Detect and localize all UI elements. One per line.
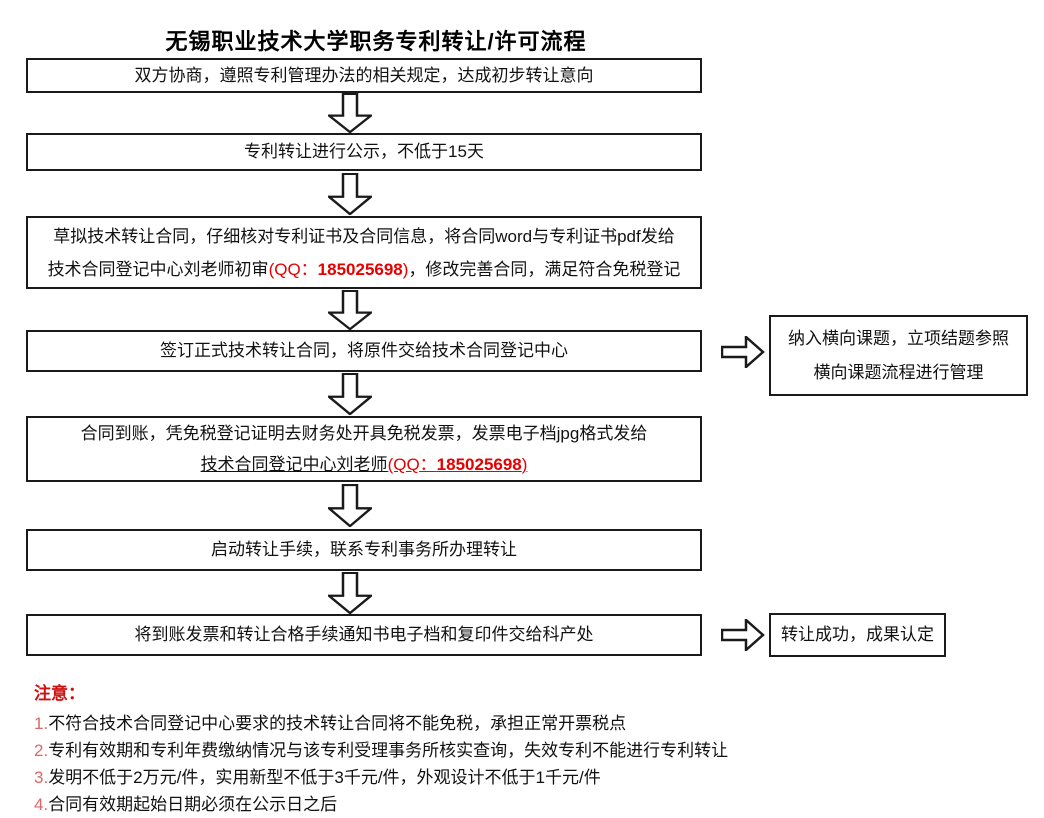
notes-section: 注意： 1.不符合技术合同登记中心要求的技术转让合同将不能免税，承担正常开票税点…: [34, 682, 728, 818]
note-text: 发明不低于2万元/件，实用新型不低于3千元/件，外观设计不低于1千元/件: [48, 768, 601, 787]
flow-step-invoice: 合同到账，凭免税登记证明去财务处开具免税发票，发票电子档jpg格式发给 技术合同…: [26, 416, 702, 482]
flow-step-text: 双方协商，遵照专利管理办法的相关规定，达成初步转让意向: [134, 65, 594, 85]
right-arrow-icon: [721, 336, 765, 368]
note-item: 2.专利有效期和专利年费缴纳情况与该专利受理事务所核实查询，失效专利不能进行专利…: [34, 737, 728, 764]
flow-step-text: 启动转让手续，联系专利事务所办理转让: [211, 540, 517, 560]
flow-step-text: 签订正式技术转让合同，将原件交给技术合同登记中心: [160, 341, 568, 361]
flow-step-text-line2: 技术合同登记中心刘老师(QQ：185025698): [200, 455, 528, 474]
flow-step-text-line2: 技术合同登记中心刘老师初审(QQ：185025698)，修改完善合同，满足符合免…: [47, 259, 681, 279]
notes-heading: 注意：: [34, 684, 85, 703]
right-arrow-icon: [721, 619, 765, 651]
flow-step-text: 专利转让进行公示，不低于15天: [244, 142, 484, 162]
flow-step-submit-documents: 将到账发票和转让合格手续通知书电子档和复印件交给科产处: [26, 614, 702, 656]
down-arrow-icon: [328, 93, 372, 133]
flow-step-text-line1: 合同到账，凭免税登记证明去财务处开具免税发票，发票电子档jpg格式发给: [80, 424, 648, 443]
note-number: 1.: [34, 714, 49, 733]
flow-step-text: 将到账发票和转让合格手续通知书电子档和复印件交给科产处: [134, 625, 594, 645]
qq-number: 185025698: [317, 259, 403, 279]
down-arrow-icon: [328, 572, 372, 614]
note-text: 专利有效期和专利年费缴纳情况与该专利受理事务所核实查询，失效专利不能进行专利转让: [48, 741, 729, 760]
qq-number: 185025698: [436, 455, 522, 474]
note-number: 4.: [34, 795, 49, 814]
side-note-success: 转让成功，成果认定: [769, 613, 946, 657]
flow-step-draft-contract: 草拟技术转让合同，仔细核对专利证书及合同信息，将合同word与专利证书pdf发给…: [26, 216, 702, 289]
note-text: 不符合技术合同登记中心要求的技术转让合同将不能免税，承担正常开票税点: [48, 714, 627, 733]
down-arrow-icon: [328, 290, 372, 330]
down-arrow-icon: [328, 173, 372, 215]
note-item: 4.合同有效期起始日期必须在公示日之后: [34, 791, 728, 818]
flow-step-sign-contract: 签订正式技术转让合同，将原件交给技术合同登记中心: [26, 330, 702, 372]
flow-step-publicity: 专利转让进行公示，不低于15天: [26, 133, 702, 171]
down-arrow-icon: [328, 373, 372, 415]
side-note-horizontal-project: 纳入横向课题，立项结题参照 横向课题流程进行管理: [769, 315, 1028, 396]
page-title: 无锡职业技术大学职务专利转让/许可流程: [165, 29, 587, 54]
note-text: 合同有效期起始日期必须在公示日之后: [48, 795, 338, 814]
down-arrow-icon: [328, 484, 372, 527]
qq-contact: (QQ：: [387, 455, 437, 474]
qq-contact: (QQ：: [268, 259, 318, 279]
note-item: 1.不符合技术合同登记中心要求的技术转让合同将不能免税，承担正常开票税点: [34, 710, 728, 737]
flow-step-negotiation: 双方协商，遵照专利管理办法的相关规定，达成初步转让意向: [26, 58, 702, 93]
note-number: 3.: [34, 768, 49, 787]
flow-step-start-transfer: 启动转让手续，联系专利事务所办理转让: [26, 529, 702, 571]
flow-step-text-line1: 草拟技术转让合同，仔细核对专利证书及合同信息，将合同word与专利证书pdf发给: [53, 226, 675, 246]
side-note-line2: 横向课题流程进行管理: [813, 362, 984, 382]
note-number: 2.: [34, 741, 49, 760]
side-note-line1: 纳入横向课题，立项结题参照: [788, 328, 1009, 348]
note-item: 3.发明不低于2万元/件，实用新型不低于3千元/件，外观设计不低于1千元/件: [34, 764, 728, 791]
